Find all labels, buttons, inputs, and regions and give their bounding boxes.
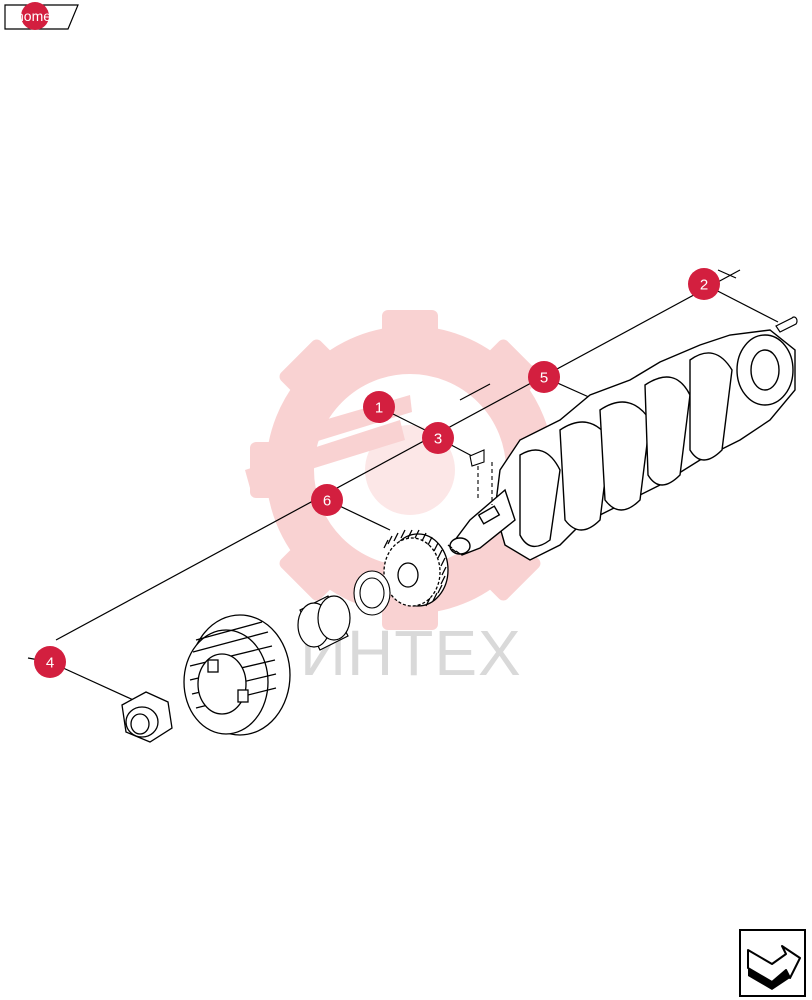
- home-tab-label: home: [16, 8, 51, 24]
- crank-pulley: [183, 614, 291, 736]
- next-page-button[interactable]: [739, 929, 806, 997]
- svg-text:6: 6: [323, 493, 331, 510]
- crankshaft: [447, 329, 796, 561]
- callout-4[interactable]: 4: [34, 646, 66, 678]
- svg-text:3: 3: [434, 431, 442, 448]
- svg-text:5: 5: [540, 370, 548, 387]
- next-page-arrow-icon: [747, 945, 801, 990]
- svg-text:1: 1: [375, 400, 383, 417]
- dowel-pin: [775, 316, 798, 333]
- thrust-washer: [353, 570, 391, 616]
- callout-3[interactable]: 3: [422, 422, 454, 454]
- home-tab[interactable]: home: [4, 2, 79, 30]
- svg-text:4: 4: [46, 655, 54, 672]
- woodruff-key: [469, 449, 493, 505]
- spacer-sleeve: [297, 595, 351, 651]
- callout-1[interactable]: 1: [363, 391, 395, 423]
- callout-5[interactable]: 5: [528, 361, 560, 393]
- callout-6[interactable]: 6: [311, 484, 343, 516]
- crank-nut: [121, 691, 173, 743]
- svg-text:2: 2: [700, 277, 708, 294]
- callout-2[interactable]: 2: [688, 268, 720, 300]
- crank-gear: [383, 529, 449, 607]
